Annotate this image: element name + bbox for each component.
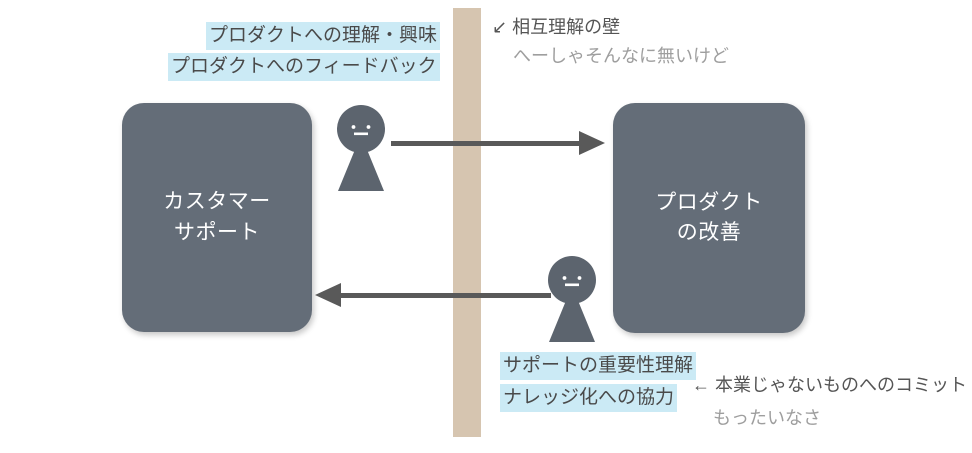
arrow-head-left-icon xyxy=(315,283,341,307)
annotation-product-understanding: プロダクトへの理解・興味 xyxy=(206,22,441,50)
annotation-wall-marker: ↙ 相互理解の壁 xyxy=(492,17,621,37)
arrow-shaft xyxy=(341,293,551,298)
arrow-shaft xyxy=(391,141,581,146)
node-product-improvement-label: プロダクト の改善 xyxy=(655,190,763,244)
node-customer-support-label: カスタマー サポート xyxy=(163,190,271,244)
annotation-wastefulness: もったいなさ xyxy=(713,408,821,428)
mutual-understanding-wall xyxy=(453,8,481,437)
annotation-wall-comment: へーしゃそんなに無いけど xyxy=(513,46,729,66)
node-customer-support[interactable]: カスタマー サポート xyxy=(122,103,312,332)
node-product-improvement[interactable]: プロダクト の改善 xyxy=(613,103,805,333)
annotation-knowledge-cooperation: ナレッジ化への協力 xyxy=(500,384,678,412)
annotation-non-core-commitment: ← 本業じゃないものへのコミット xyxy=(692,375,967,395)
person-icon-product xyxy=(543,252,601,344)
arrow-head-right-icon xyxy=(579,131,605,155)
annotation-product-feedback: プロダクトへのフィードバック xyxy=(168,53,440,81)
person-icon-support xyxy=(332,101,390,193)
annotation-support-importance: サポートの重要性理解 xyxy=(500,352,697,380)
